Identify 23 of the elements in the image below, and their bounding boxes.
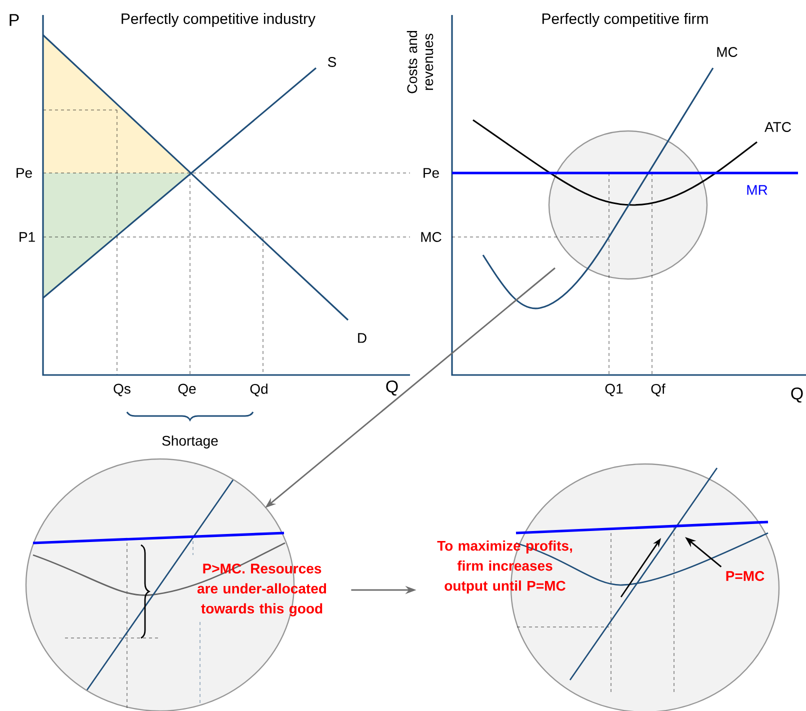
axis-label: Q (791, 387, 803, 403)
tick-label: Q1 (605, 384, 623, 396)
curve-label: S (328, 57, 336, 67)
tick-label: MC (421, 232, 442, 242)
tick-label: Qe (178, 384, 196, 396)
axis-label: Costs and revenues (406, 31, 434, 94)
curve-label: D (358, 333, 366, 343)
tick-label: Pe (424, 168, 439, 178)
curve-label: MR (747, 185, 768, 195)
chart-title: Perfectly competitive industry (122, 13, 316, 27)
chart-title: Perfectly competitive firm (542, 13, 708, 27)
annotation-text: P=MC (723, 569, 767, 583)
magnifier-circle (548, 130, 708, 280)
tick-label: Qd (250, 384, 268, 396)
axis-label: P (10, 14, 19, 26)
axis-label: Q (386, 380, 398, 396)
tick-label: P1 (20, 232, 35, 242)
tick-label: Pe (16, 168, 32, 178)
tick-label: Qs (114, 384, 130, 396)
curve-label: ATC (764, 122, 791, 132)
tick-label: Qf (651, 384, 666, 396)
annotation-text: To maximize profits, firm increases output until P=MC (437, 540, 572, 594)
curve-label: MC (717, 47, 738, 57)
